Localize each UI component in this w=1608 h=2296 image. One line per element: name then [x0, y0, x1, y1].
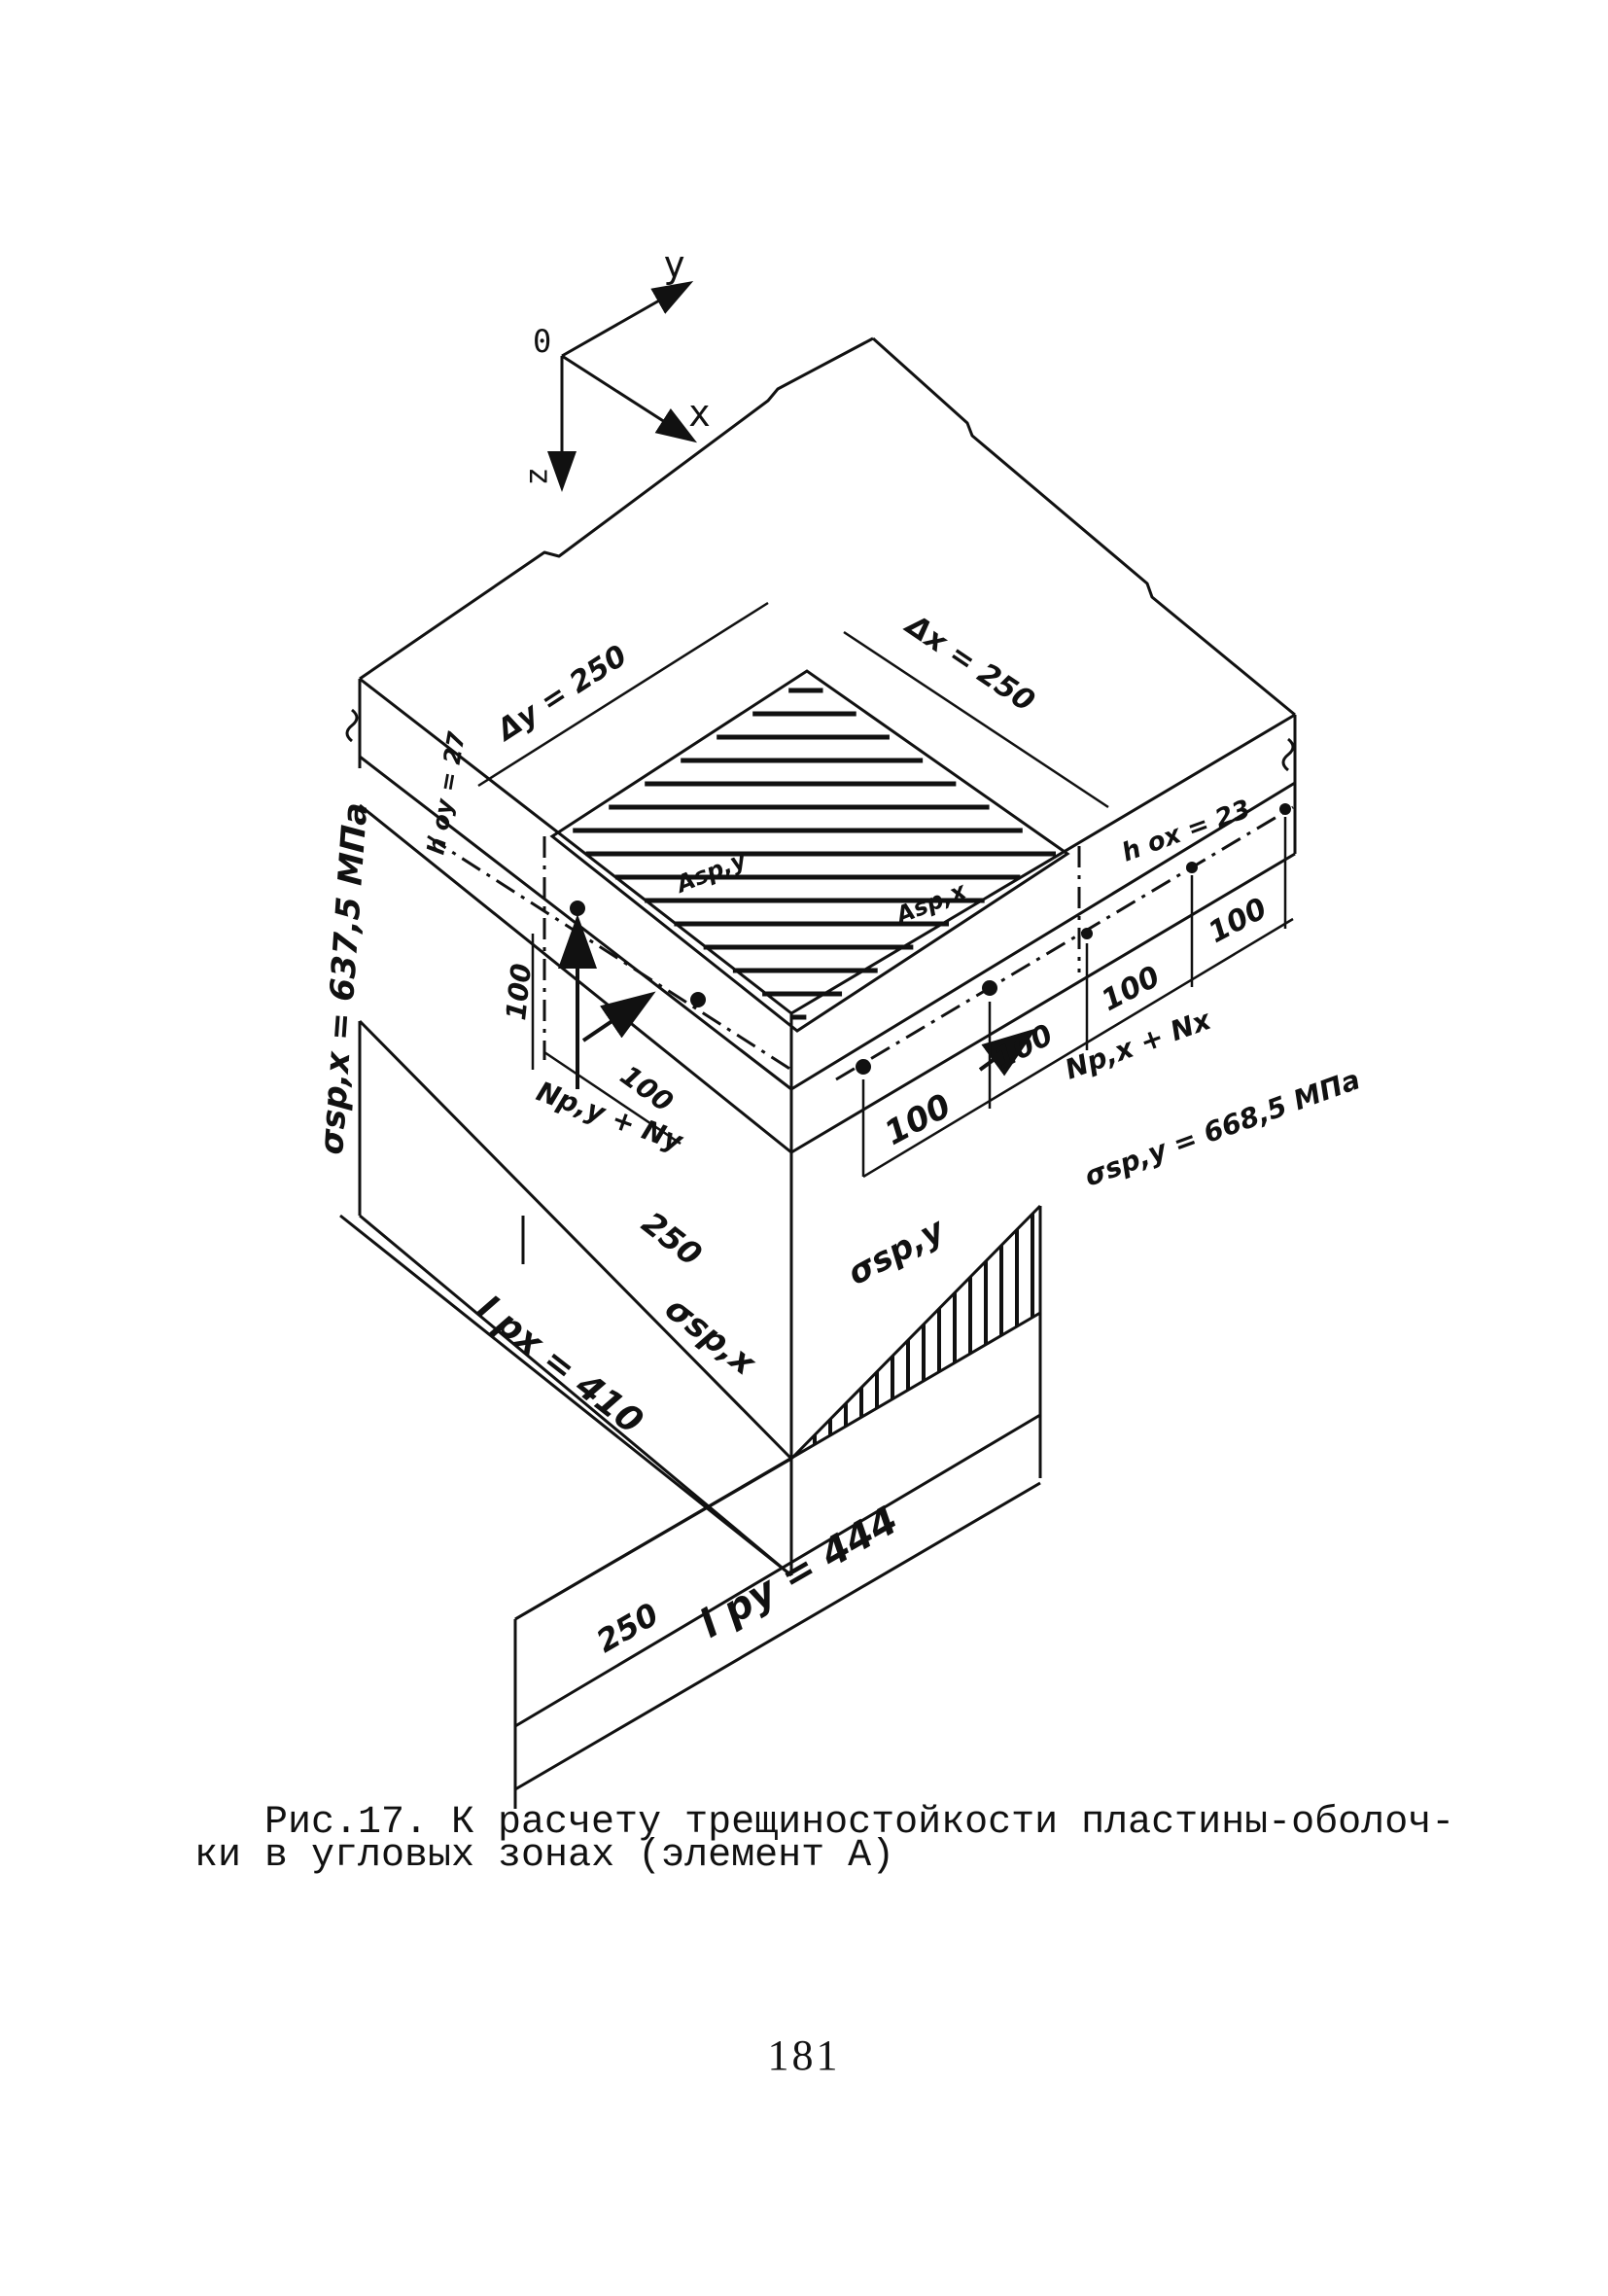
rebar-point	[982, 980, 997, 996]
plate-layer-right	[790, 781, 1296, 1091]
sigma-y-base-250	[514, 1413, 1041, 1728]
dim-100-right-3-label: 100	[1096, 960, 1166, 1018]
dim-line-delta-x	[843, 630, 1109, 809]
axis-z-label: z	[522, 467, 559, 485]
sigma-y-value-label: σsp,y = 668,5 МПа	[1080, 1063, 1364, 1192]
stress-y-hatching	[813, 1214, 1034, 1445]
rebar-point	[1186, 862, 1198, 873]
plate-top-left-edge	[359, 336, 874, 681]
hatched-element-outline	[549, 669, 1070, 1033]
dim-100-left-v-label: 100	[500, 962, 538, 1022]
figure-caption: Рис.17. К расчету трещиностойкости пласт…	[194, 1801, 1458, 1878]
page-number: 181	[767, 2031, 841, 2079]
dimension-lines	[477, 601, 1294, 1179]
dim-100-right-2-label: 100	[989, 1018, 1059, 1077]
length-250-left-label: 250	[635, 1204, 709, 1273]
dim-line-bottom-right	[862, 917, 1294, 1179]
rebar-point	[570, 901, 585, 916]
force-arrows	[558, 914, 1037, 1089]
stress-diagram-x	[339, 1019, 793, 1577]
dim-line-h-100	[543, 1050, 682, 1146]
plate-bottom-right	[790, 852, 1296, 1154]
sigma-y-base-444	[514, 1481, 1041, 1791]
rebar-point	[1081, 928, 1093, 939]
sigma-x-top-edge	[358, 1019, 793, 1461]
rebar-point	[1279, 803, 1291, 815]
y-axis-line	[561, 281, 694, 358]
axis-x-label: x	[688, 392, 711, 435]
plate-top-right-edge	[871, 336, 1296, 717]
reinforcement-axes	[427, 805, 1294, 1081]
h-ox-label: h ox = 23	[1118, 795, 1254, 867]
l-px-label: l px = 410	[469, 1289, 649, 1442]
rebar-axis-x	[835, 805, 1294, 1081]
axis-y-label: y	[663, 243, 685, 286]
sigma-y-diagonal	[789, 1204, 1042, 1461]
sigma-x-base	[359, 1214, 792, 1577]
rebar-axis-y	[427, 834, 792, 1072]
dim-line-delta-y	[477, 601, 769, 788]
element-hatching	[573, 688, 1056, 1020]
x-axis-line	[561, 354, 698, 443]
caption-line-2: ки в угловых зонах (элемент А)	[194, 1834, 895, 1878]
sigma-x-dim-left	[339, 1214, 792, 1577]
force-arrow-y	[581, 991, 656, 1042]
force-arrow-x	[978, 1028, 1037, 1077]
delta-x-label: Δx = 250	[898, 607, 1041, 719]
dim-100-right-4-label: 100	[1203, 892, 1273, 950]
sigma-y-label: σsp,y	[841, 1210, 952, 1293]
rebar-point	[856, 1059, 871, 1075]
axis-origin-label: 0	[533, 323, 551, 360]
rebar-point	[690, 992, 706, 1007]
sigma-y-top	[514, 1457, 792, 1621]
coordinate-axes	[547, 281, 698, 492]
break-mark-right	[1281, 737, 1295, 772]
rebar-points	[570, 803, 1291, 1075]
break-mark-left	[345, 708, 359, 743]
caption-line-1: Рис.17. К расчету трещиностойкости пласт…	[264, 1801, 1455, 1845]
length-250-bottom-label: 250	[590, 1596, 665, 1660]
stress-diagram-y	[513, 1157, 1042, 1809]
plate-top-front-left-edge	[359, 677, 792, 1015]
sigma-x-value-label: σsp,x = 637,5 МПа	[312, 801, 375, 1156]
sigma-x-label: σsp,x	[657, 1289, 763, 1384]
plate-top-front-right-edge	[790, 713, 1296, 1015]
